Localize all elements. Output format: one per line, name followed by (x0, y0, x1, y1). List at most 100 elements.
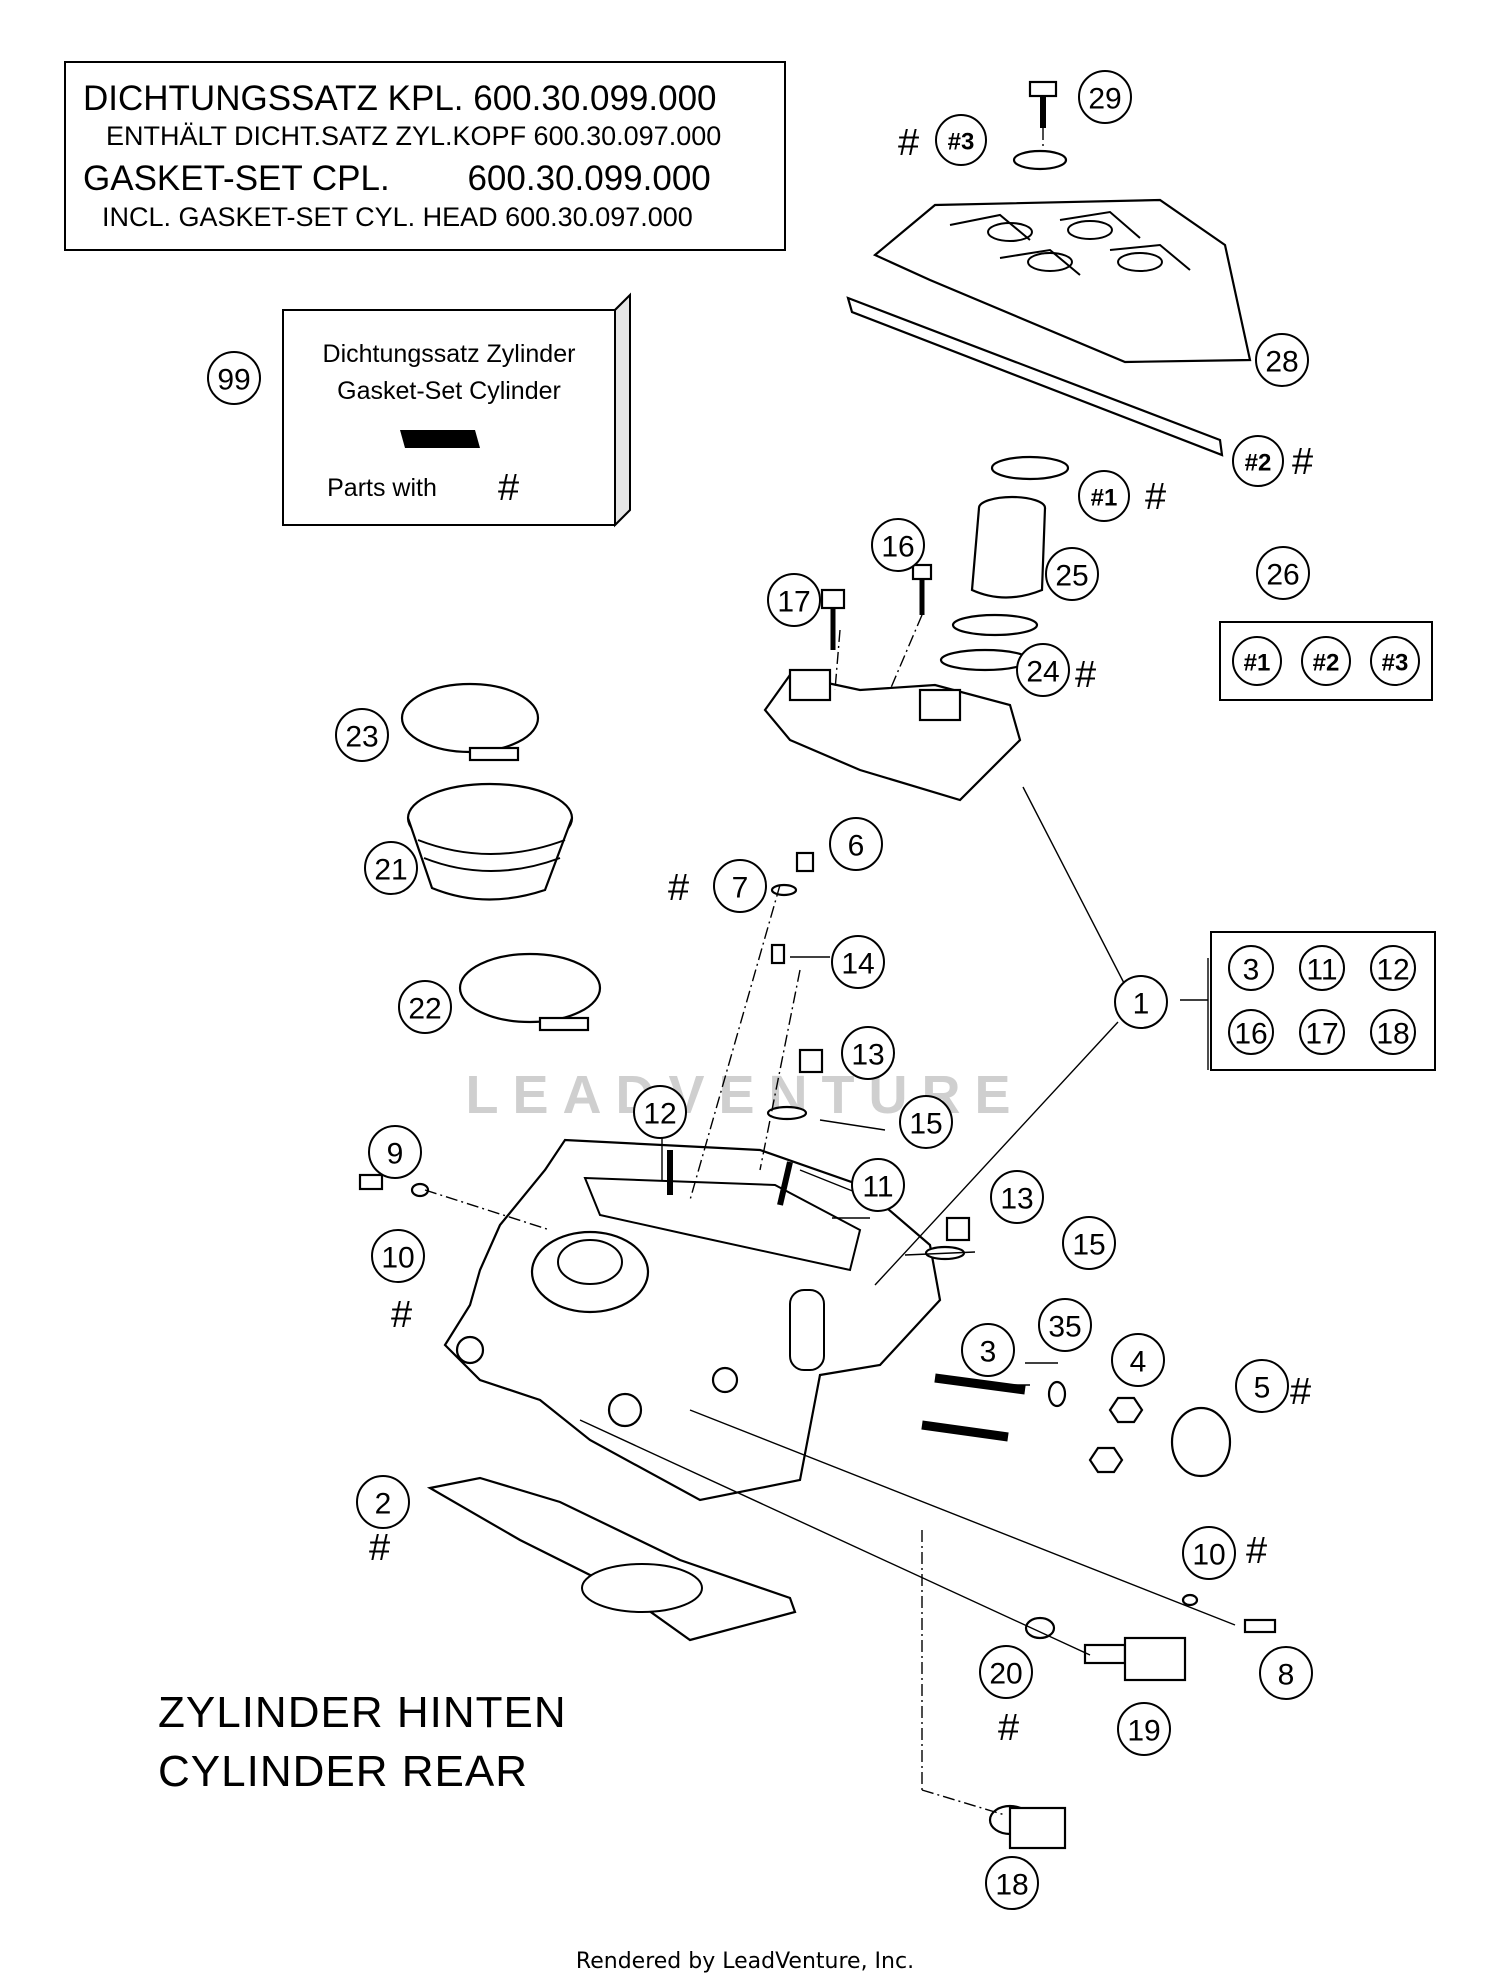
callout-11: 11 (851, 1158, 905, 1212)
svg-text:11: 11 (1306, 954, 1337, 987)
callout-5: 5 (1235, 1359, 1289, 1413)
footer-credit: Rendered by LeadVenture, Inc. (576, 1949, 914, 1974)
kit-marker: # (498, 467, 519, 509)
callout-24: 24 (1016, 643, 1070, 697)
diagram-title: ZYLINDER HINTEN CYLINDER REAR (158, 1688, 566, 1796)
svg-text:24: 24 (1026, 656, 1059, 689)
svg-text:21: 21 (374, 854, 407, 887)
screw-9 (358, 1173, 384, 1191)
svg-text:17: 17 (777, 586, 810, 619)
callout-10: 10 (1182, 1526, 1236, 1580)
seal-ring-20 (1024, 1616, 1056, 1640)
svg-text:17: 17 (1305, 1018, 1338, 1051)
hash-marker: # (898, 122, 919, 164)
group-1-item: 16 (1228, 1009, 1274, 1055)
svg-text:19: 19 (1127, 1715, 1160, 1748)
callout-26: 26 (1256, 546, 1310, 600)
screw-17 (820, 588, 846, 650)
svg-text:18: 18 (1376, 1018, 1409, 1051)
group-1-item: 12 (1370, 945, 1416, 991)
svg-text:#1: #1 (1091, 485, 1118, 512)
valve-cover (872, 198, 1252, 364)
svg-text:5: 5 (1254, 1372, 1271, 1405)
svg-text:#2: #2 (1245, 450, 1272, 477)
svg-text:25: 25 (1055, 560, 1088, 593)
temperature-switch-8 (1243, 1618, 1277, 1634)
svg-text:14: 14 (841, 948, 874, 981)
callout-21: 21 (364, 841, 418, 895)
hose-clamp-23 (400, 682, 540, 762)
callout-23: 23 (335, 708, 389, 762)
callout-17: 17 (767, 573, 821, 627)
washer-10 (410, 1182, 430, 1198)
cap-nut-6 (795, 851, 815, 873)
o-ring-upper (951, 613, 1039, 637)
tag-n1: #1 (1078, 470, 1130, 522)
svg-text:8: 8 (1278, 1659, 1295, 1692)
callout-12: 12 (633, 1085, 687, 1139)
cylinder-head (443, 1138, 942, 1502)
svg-text:10: 10 (1192, 1539, 1225, 1572)
callout-18: 18 (985, 1856, 1039, 1910)
svg-text:9: 9 (387, 1138, 404, 1171)
hash-marker: # (1290, 1371, 1311, 1413)
callout-19: 19 (1117, 1702, 1171, 1756)
callout-22: 22 (398, 980, 452, 1034)
temperature-sensor-19 (1083, 1636, 1187, 1682)
svg-text:23: 23 (345, 721, 378, 754)
callout-35: 35 (1038, 1298, 1092, 1352)
hash-marker: # (1145, 476, 1166, 518)
hash-marker: # (1246, 1530, 1267, 1572)
svg-text:26: 26 (1266, 559, 1299, 592)
svg-text:3: 3 (1243, 954, 1260, 987)
svg-text:13: 13 (851, 1039, 884, 1072)
hash-marker: # (369, 1527, 390, 1569)
svg-text:22: 22 (408, 993, 441, 1026)
title-line-en: CYLINDER REAR (158, 1747, 528, 1796)
svg-text:12: 12 (1376, 954, 1409, 987)
intake-flange-21 (406, 782, 574, 901)
seal-15-upper (766, 1105, 808, 1121)
seal-washer (1012, 149, 1068, 171)
svg-text:10: 10 (381, 1242, 414, 1275)
plug-13-lower (945, 1216, 971, 1242)
screw-plug-18 (988, 1804, 1067, 1850)
cylinder-head-gasket (426, 1476, 797, 1642)
hash-marker: # (998, 1707, 1019, 1749)
group-1-item: 3 (1228, 945, 1274, 991)
callout-10: 10 (371, 1229, 425, 1283)
svg-text:18: 18 (995, 1869, 1028, 1902)
group-1-item: 18 (1370, 1009, 1416, 1055)
callout-9: 9 (368, 1125, 422, 1179)
kit-parts-with: Parts with (327, 474, 437, 502)
stud-lower (921, 1420, 1009, 1442)
tags: #1 #2 #3 (935, 114, 1284, 522)
svg-text:6: 6 (848, 830, 865, 863)
callout-6: 6 (829, 817, 883, 871)
callout-15: 15 (899, 1095, 953, 1149)
callout-13: 13 (990, 1170, 1044, 1224)
hash-markers: ########## (369, 122, 1313, 1749)
svg-text:13: 13 (1000, 1183, 1033, 1216)
camshaft-bridge (763, 668, 1022, 802)
kit-includes-de: ENTHÄLT DICHT.SATZ ZYL.KOPF 600.30.097.0… (106, 121, 721, 151)
callout-15: 15 (1062, 1216, 1116, 1270)
valve-cover-screw (1028, 80, 1058, 128)
kit-title-en: Gasket-Set Cylinder (337, 377, 561, 405)
svg-text:16: 16 (1234, 1018, 1267, 1051)
callout-20: 20 (979, 1645, 1033, 1699)
callout-2: 2 (356, 1475, 410, 1529)
tag-n3: #3 (935, 114, 987, 166)
group-1-item: 11 (1299, 945, 1345, 991)
screw-16 (911, 563, 933, 615)
o-ring-5 (1170, 1406, 1232, 1478)
svg-text:#1: #1 (1244, 650, 1271, 677)
svg-text:11: 11 (862, 1171, 893, 1204)
svg-text:28: 28 (1265, 346, 1298, 379)
callout-13: 13 (841, 1026, 895, 1080)
svg-text:#3: #3 (948, 129, 975, 156)
callout-14: 14 (831, 935, 885, 989)
washer-10-lower (1181, 1593, 1199, 1607)
